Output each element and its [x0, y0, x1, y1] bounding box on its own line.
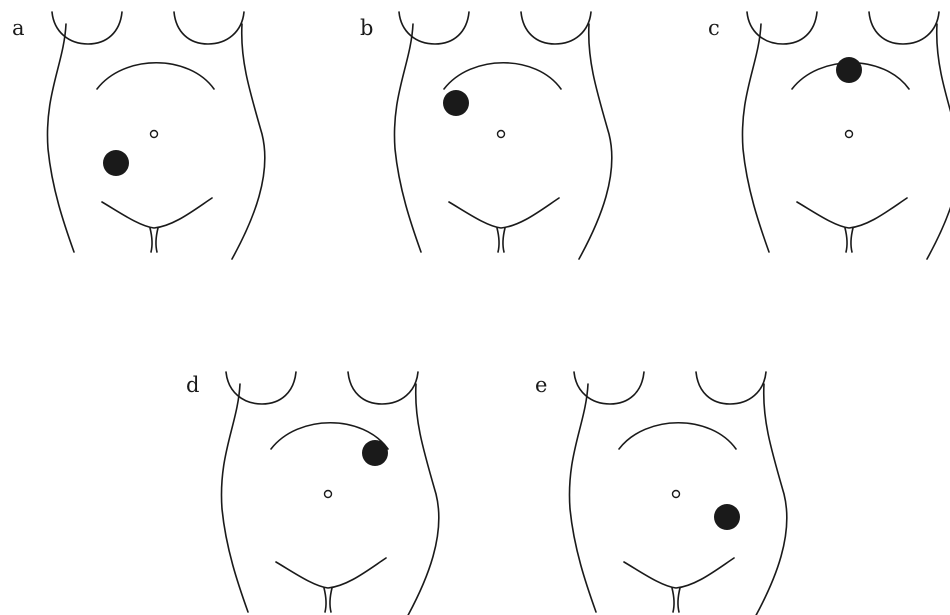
- panel-label-d: d: [186, 373, 199, 397]
- marker-dot: [836, 57, 862, 83]
- panel-label-a: a: [12, 16, 25, 40]
- marker-dot: [103, 150, 129, 176]
- marker-dot: [443, 90, 469, 116]
- torso-outline: [221, 372, 438, 615]
- panel-e: [569, 372, 786, 615]
- panel-label-c: c: [708, 16, 720, 40]
- torso-outline: [394, 12, 611, 259]
- panel-label-b: b: [360, 16, 373, 40]
- panel-c: [742, 12, 950, 259]
- marker-dot: [362, 440, 388, 466]
- torso-outline: [742, 12, 950, 259]
- torso-outline: [47, 12, 264, 259]
- panel-label-e: e: [535, 373, 547, 397]
- torso-outline: [569, 372, 786, 615]
- panel-a: [47, 12, 264, 259]
- panel-b: [394, 12, 611, 259]
- panel-d: [221, 372, 438, 615]
- marker-dot: [714, 504, 740, 530]
